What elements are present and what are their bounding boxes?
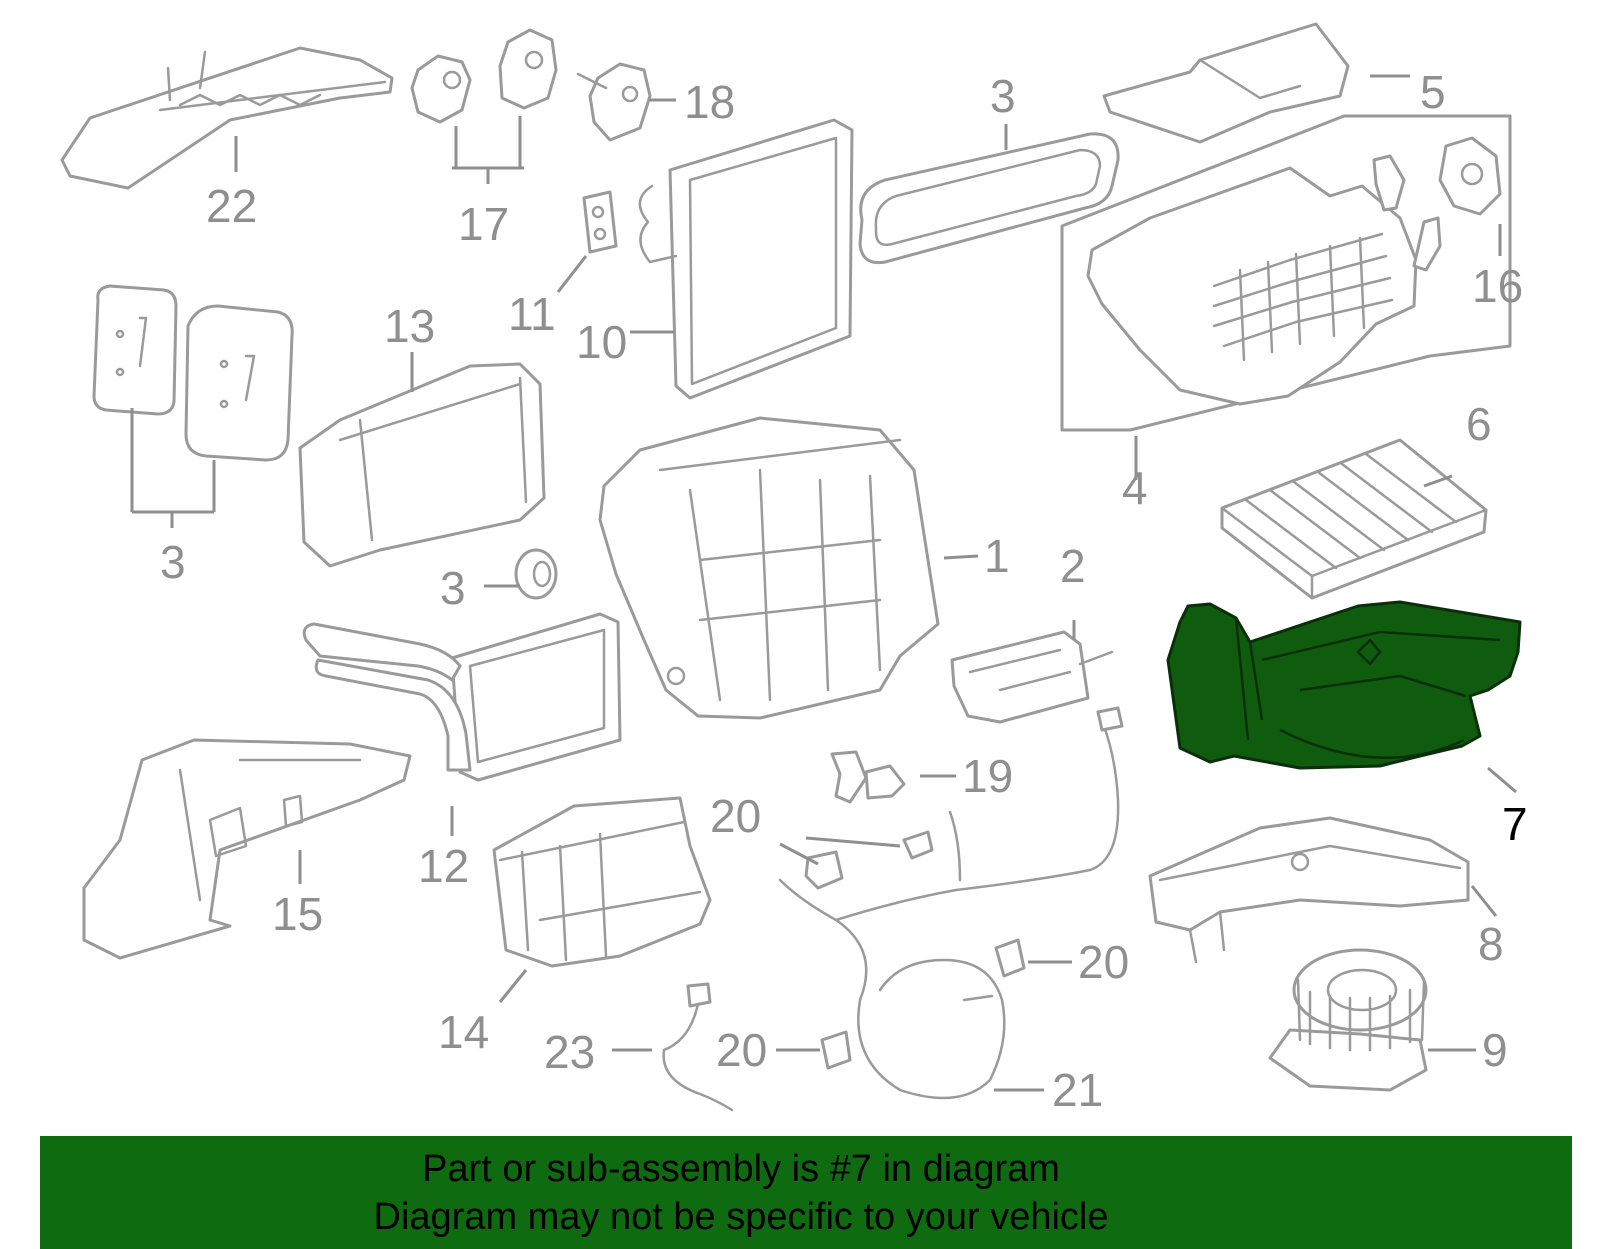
part-15-duct [82, 738, 412, 960]
part-3-foam-seals [92, 284, 294, 462]
callout-4: 4 [1122, 462, 1148, 514]
part-3-seal-top [858, 132, 1120, 265]
callout-5: 5 [1420, 66, 1446, 118]
part-18-actuator [576, 62, 652, 142]
callout-20-upper: 20 [710, 790, 761, 842]
part-7-upper-housing-highlighted [1166, 600, 1522, 770]
part-11-expansion-valve [582, 190, 618, 254]
part-1-hvac-case [598, 416, 940, 720]
callout-1: 1 [984, 530, 1010, 582]
callout-8: 8 [1478, 918, 1504, 970]
part-20-sensors [804, 830, 1026, 1070]
callout-20-lower: 20 [716, 1024, 767, 1076]
callout-16: 16 [1472, 260, 1523, 312]
callout-10: 10 [576, 316, 627, 368]
leader-lines [130, 74, 1517, 1092]
callout-3-left: 3 [160, 536, 186, 588]
callout-labels: 22 17 18 3 5 11 10 16 3 13 4 6 3 1 2 7 1… [160, 66, 1528, 1116]
callout-23: 23 [544, 1026, 595, 1078]
callout-3-grommet: 3 [440, 562, 466, 614]
part-12-heater-core [302, 612, 622, 782]
part-17-actuators [410, 28, 558, 124]
part-8-lower-housing [1148, 816, 1470, 964]
callout-21: 21 [1052, 1064, 1103, 1116]
part-22-duct [60, 46, 394, 190]
callout-7: 7 [1502, 798, 1528, 850]
callout-12: 12 [418, 840, 469, 892]
callout-22: 22 [206, 180, 257, 232]
callout-15: 15 [272, 888, 323, 940]
callout-19: 19 [962, 750, 1013, 802]
part-9-blower-motor [1268, 948, 1428, 1092]
part-13-case-section [298, 362, 546, 568]
info-banner: Part or sub-assembly is #7 in diagram Di… [40, 1136, 1572, 1249]
part-14-block [492, 796, 712, 968]
callout-6: 6 [1466, 398, 1492, 450]
banner-line-2: Diagram may not be specific to your vehi… [373, 1195, 1109, 1238]
callout-3-top: 3 [990, 70, 1016, 122]
callout-20-right: 20 [1078, 936, 1129, 988]
part-16-actuator [1372, 136, 1502, 272]
banner-line-1: Part or sub-assembly is #7 in diagram [422, 1147, 1060, 1190]
callout-13: 13 [384, 300, 435, 352]
callout-14: 14 [438, 1006, 489, 1058]
callout-18: 18 [684, 76, 735, 128]
callout-2: 2 [1060, 540, 1086, 592]
part-2-module [950, 630, 1114, 724]
part-19-sensor [830, 750, 906, 804]
part-23-hose [662, 982, 734, 1112]
part-6-cabin-filter [1220, 438, 1488, 600]
callout-17: 17 [458, 198, 509, 250]
part-10-evaporator [638, 118, 854, 400]
callout-9: 9 [1482, 1024, 1508, 1076]
part-5-cover [1102, 22, 1350, 144]
part-21-harness [778, 706, 1124, 1100]
part-3-grommet [514, 548, 558, 600]
callout-11: 11 [508, 288, 556, 340]
